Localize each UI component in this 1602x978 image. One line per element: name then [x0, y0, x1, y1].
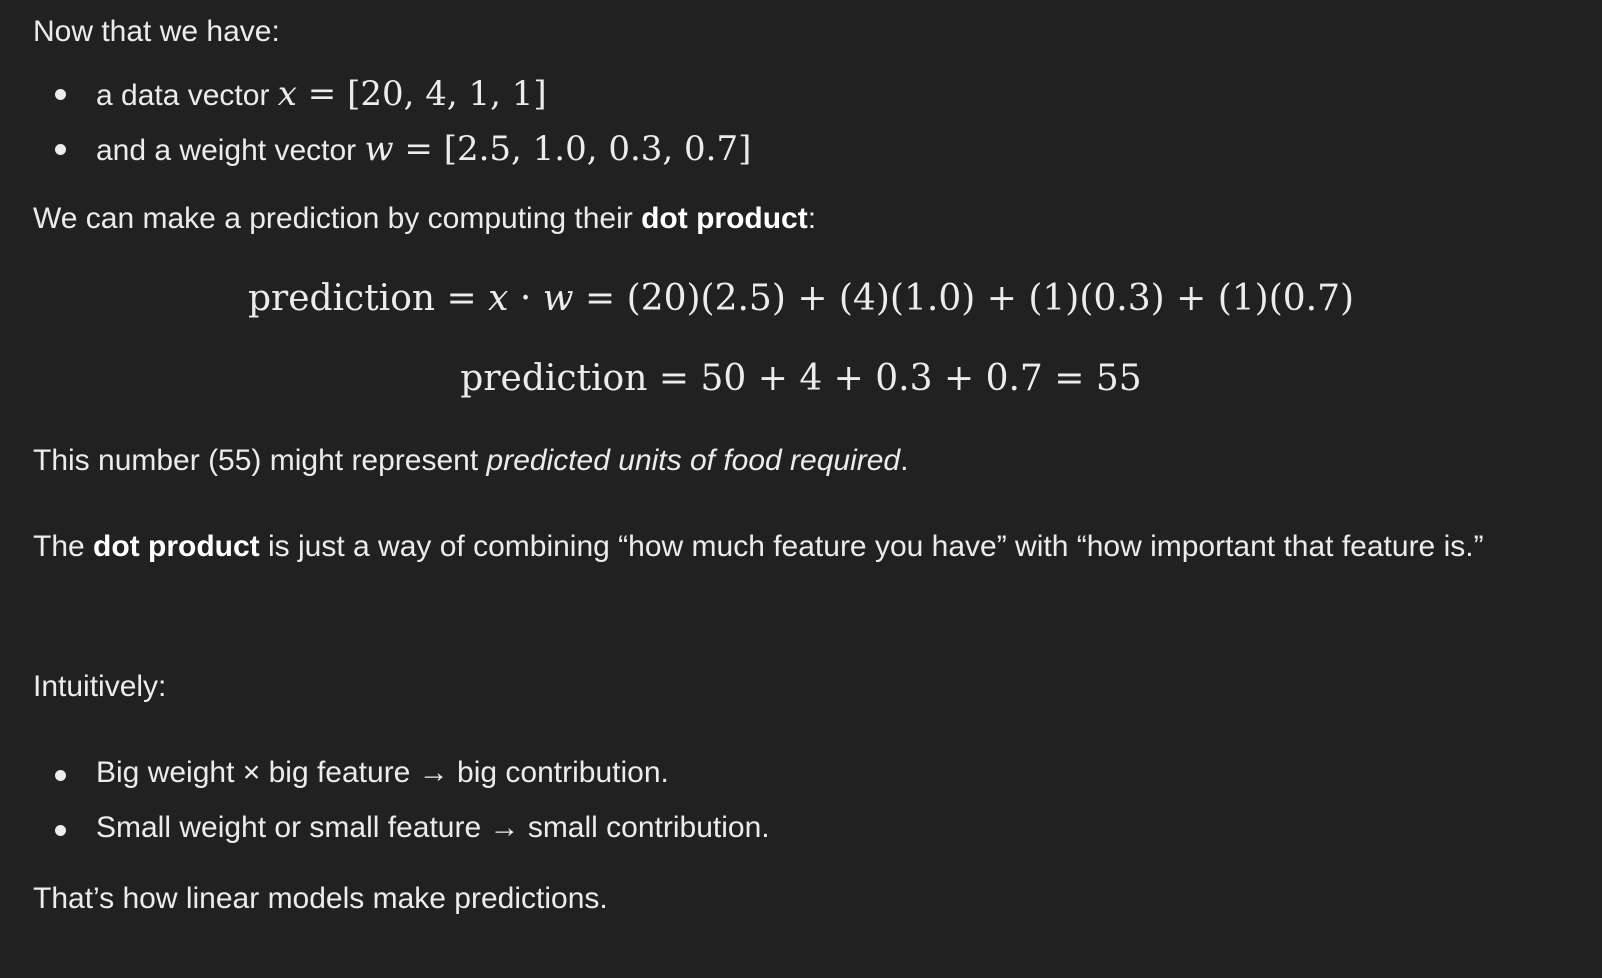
conclusion-text: That’s how linear models make prediction… — [33, 882, 608, 915]
weight-vector-variable: w — [364, 129, 394, 169]
equation-dot: · — [508, 278, 543, 319]
bullet-dot — [55, 89, 66, 100]
intro-text: Now that we have: — [33, 15, 280, 48]
weight-vector-item: and a weight vector w = [2.5, 1.0, 0.3, … — [96, 127, 751, 171]
equation-lhs: prediction = — [247, 278, 489, 319]
dot-product-bold: dot product — [641, 202, 808, 235]
equation-x: x — [488, 278, 509, 319]
result-sentence: This number (55) might represent predict… — [33, 441, 908, 480]
weight-vector-value: = [2.5, 1.0, 0.3, 0.7] — [393, 129, 752, 169]
prediction-sentence: We can make a prediction by computing th… — [33, 199, 816, 238]
bullet-dot — [55, 144, 66, 155]
paragraph-bold: dot product — [93, 530, 260, 563]
equation-expansion: = (20)(2.5) + (4)(1.0) + (1)(0.3) + (1)(… — [573, 278, 1355, 319]
result-sentence-text: This number (55) might represent — [33, 444, 487, 477]
intuitively-heading: Intuitively: — [33, 670, 167, 703]
result-sentence-period: . — [900, 444, 909, 477]
prediction-sentence-text: We can make a prediction by computing th… — [33, 202, 642, 235]
data-vector-item: a data vector x = [20, 4, 1, 1] — [96, 72, 547, 116]
equation-result: prediction = 50 + 4 + 0.3 + 0.7 = 55 — [460, 358, 1142, 399]
data-vector-label: a data vector — [96, 79, 278, 112]
weight-vector-label: and a weight vector — [96, 134, 365, 167]
data-vector-value: = [20, 4, 1, 1] — [296, 74, 547, 114]
bullet-dot — [55, 825, 66, 836]
data-vector-variable: x — [277, 74, 297, 114]
intuition-item: Big weight × big feature → big contribut… — [96, 756, 669, 789]
paragraph-start: The — [33, 530, 94, 563]
result-sentence-italic: predicted units of food required — [486, 444, 901, 477]
equation-dot-product: prediction = x · w = (20)(2.5) + (4)(1.0… — [0, 276, 1602, 323]
bullet-dot — [55, 770, 66, 781]
paragraph-rest: is just a way of combining “how much fea… — [259, 530, 1484, 563]
intuition-item: Small weight or small feature → small co… — [96, 811, 770, 844]
equation-w: w — [542, 278, 574, 319]
dot-product-paragraph: The dot product is just a way of combini… — [33, 519, 1573, 575]
prediction-sentence-colon: : — [807, 202, 817, 235]
